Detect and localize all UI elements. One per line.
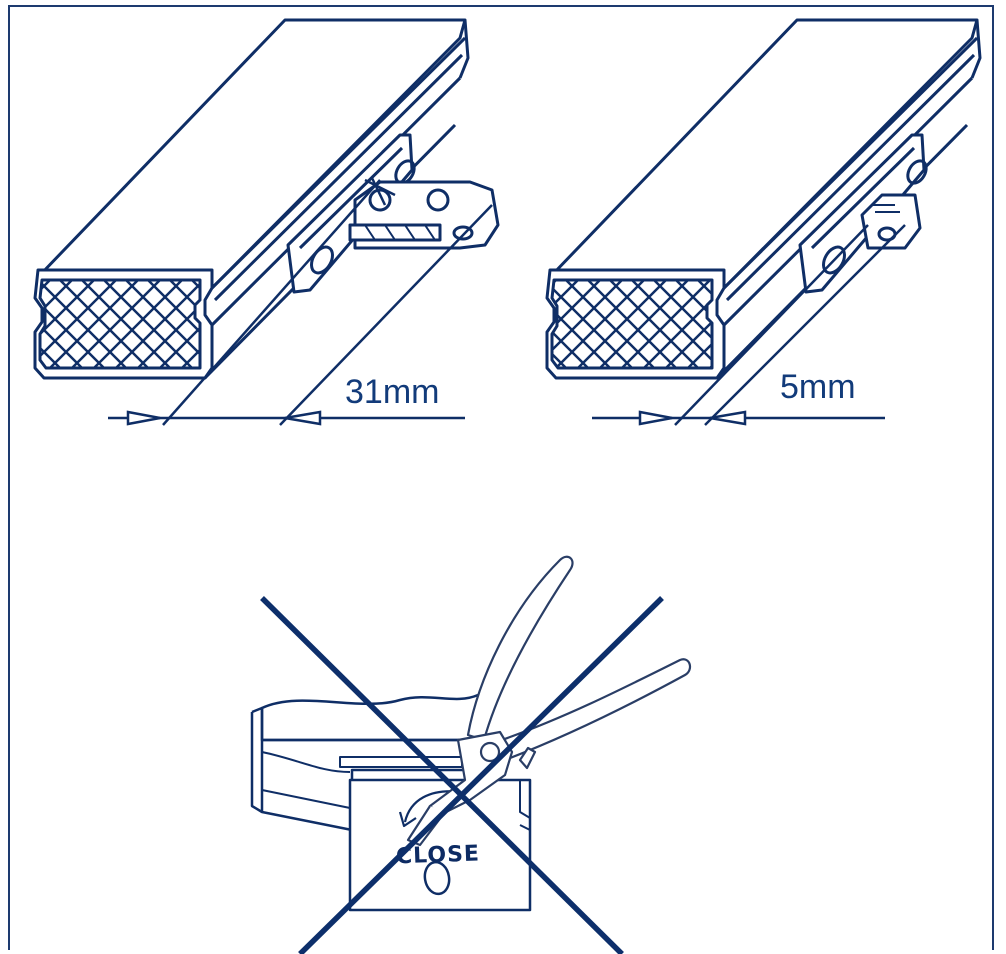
- diagram-frame: [8, 5, 994, 950]
- dimension-label-31mm: 31mm: [345, 373, 439, 411]
- dimension-label-5mm: 5mm: [780, 368, 856, 406]
- left-profile-illustration: [33, 18, 500, 380]
- right-dimension: [592, 224, 906, 426]
- prohibition-cross: [260, 596, 664, 954]
- left-dimension: [108, 179, 493, 426]
- profile-end-illustration: [250, 693, 532, 912]
- right-profile-illustration: [545, 18, 982, 380]
